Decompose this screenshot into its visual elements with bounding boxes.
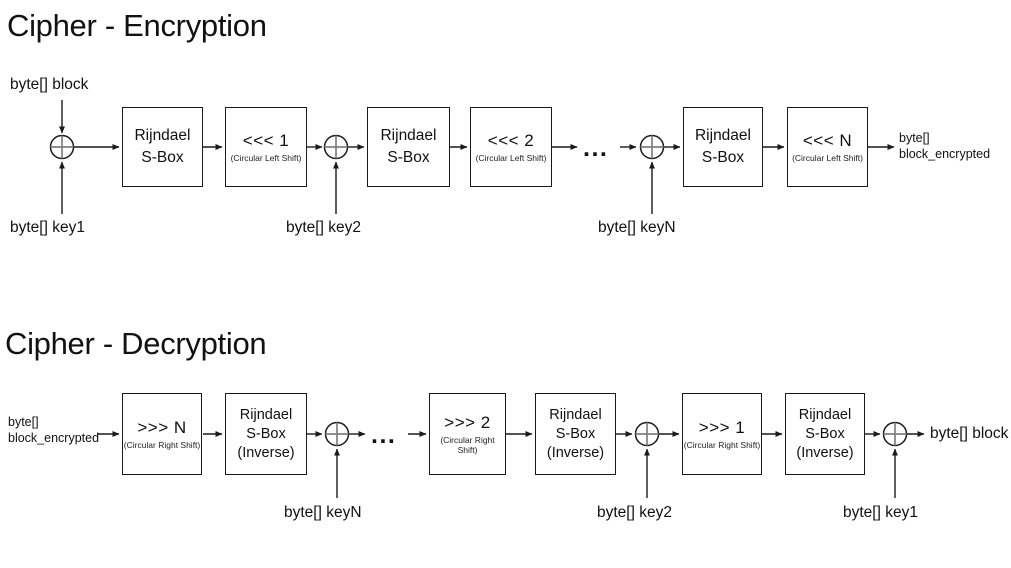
dec-input-line2: block_encrypted [8, 431, 100, 445]
dec-shift-1: >>> 1 (Circular Right Shift) [682, 393, 762, 475]
dec-sbox-inv-2-line3: (Inverse) [546, 444, 605, 461]
dec-sbox-inv-1-line2: S-Box [246, 425, 286, 442]
dec-output-label: byte[] block [930, 425, 1009, 442]
enc-ellipsis: ... [583, 134, 609, 162]
xor-icon-dec-1 [324, 421, 350, 447]
enc-shift-2: <<< 2 (Circular Left Shift) [470, 107, 552, 187]
encryption-wires [59, 100, 895, 214]
dec-sbox-inv-2: Rijndael S-Box (Inverse) [535, 393, 616, 475]
decryption-xor-nodes [324, 421, 908, 447]
dec-shift-2-sub: (Circular Right Shift) [440, 435, 495, 455]
enc-sbox-2-line1: Rijndael [380, 127, 437, 144]
enc-input-label: byte[] block [10, 76, 89, 93]
enc-shift-N-sub: (Circular Left Shift) [792, 153, 863, 163]
dec-sbox-inv-3: Rijndael S-Box (Inverse) [785, 393, 865, 475]
dec-sbox-inv-3-line2: S-Box [805, 425, 845, 442]
encryption-xor-nodes [49, 134, 665, 160]
enc-output-line1: byte[] [899, 131, 930, 145]
dec-sbox-inv-1: Rijndael S-Box (Inverse) [225, 393, 307, 475]
dec-ellipsis: ... [371, 421, 397, 449]
enc-output-label: byte[] block_encrypted [899, 130, 990, 162]
enc-sbox-1: Rijndael S-Box [122, 107, 203, 187]
dec-input-line1: byte[] [8, 415, 39, 429]
dec-shift-N: >>> N (Circular Right Shift) [122, 393, 202, 475]
dec-shift-1-main: >>> 1 [698, 418, 746, 437]
enc-sbox-3: Rijndael S-Box [683, 107, 763, 187]
enc-sbox-3-line1: Rijndael [694, 127, 751, 144]
dec-sbox-inv-2-line1: Rijndael [549, 406, 602, 423]
dec-keyN-label: byte[] keyN [284, 504, 362, 521]
enc-sbox-1-line1: Rijndael [134, 127, 191, 144]
enc-output-line2: block_encrypted [899, 147, 991, 161]
enc-shift-2-main: <<< 2 [487, 131, 535, 150]
dec-sbox-inv-1-line1: Rijndael [239, 406, 293, 423]
dec-shift-2-main: >>> 2 [444, 413, 491, 432]
dec-shift-1-sub: (Circular Right Shift) [683, 440, 761, 450]
enc-key2-label: byte[] key2 [286, 219, 361, 236]
dec-sbox-inv-3-line1: Rijndael [798, 406, 852, 423]
decryption-wires [97, 431, 925, 498]
xor-icon-dec-2 [634, 421, 660, 447]
dec-key1-label: byte[] key1 [843, 504, 918, 521]
enc-shift-1-sub: (Circular Left Shift) [230, 153, 302, 163]
enc-shift-N-main: <<< N [802, 131, 853, 150]
enc-shift-1: <<< 1 (Circular Left Shift) [225, 107, 307, 187]
enc-sbox-1-line2: S-Box [141, 149, 184, 166]
decryption-title: Cipher - Decryption [5, 326, 267, 361]
enc-shift-1-main: <<< 1 [242, 131, 290, 150]
dec-input-label: byte[] block_encrypted [8, 414, 99, 446]
xor-icon-enc-2 [323, 134, 349, 160]
encryption-title: Cipher - Encryption [7, 8, 267, 43]
enc-key1-label: byte[] key1 [10, 219, 85, 236]
dec-shift-2: >>> 2 (Circular Right Shift) [429, 393, 506, 475]
xor-icon-enc-3 [639, 134, 665, 160]
xor-icon-enc-1 [49, 134, 75, 160]
dec-shift-N-sub: (Circular Right Shift) [123, 440, 201, 450]
enc-shift-N: <<< N (Circular Left Shift) [787, 107, 868, 187]
dec-sbox-inv-1-line3: (Inverse) [237, 444, 295, 461]
enc-shift-2-sub: (Circular Left Shift) [475, 153, 547, 163]
dec-key2-label: byte[] key2 [597, 504, 672, 521]
enc-keyN-label: byte[] keyN [598, 219, 676, 236]
xor-icon-dec-3 [882, 421, 908, 447]
dec-shift-N-main: >>> N [137, 418, 187, 437]
enc-sbox-3-line2: S-Box [701, 149, 745, 166]
enc-sbox-2: Rijndael S-Box [367, 107, 450, 187]
dec-sbox-inv-3-line3: (Inverse) [796, 444, 854, 461]
dec-sbox-inv-2-line2: S-Box [555, 425, 596, 442]
enc-sbox-2-line2: S-Box [387, 149, 430, 166]
